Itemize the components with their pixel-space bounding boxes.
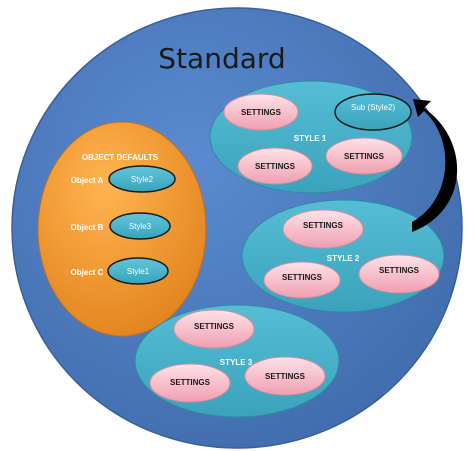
object-label: Object A xyxy=(71,176,104,185)
settings-label: SETTINGS xyxy=(241,108,282,117)
object-style-pill[interactable] xyxy=(109,212,171,240)
settings-pill[interactable] xyxy=(263,261,341,299)
object-defaults-group: OBJECT DEFAULTS Object A Style2 Object B… xyxy=(37,121,207,337)
settings-label: SETTINGS xyxy=(282,273,323,282)
settings-pill[interactable] xyxy=(282,209,364,249)
object-style-pill[interactable] xyxy=(107,257,169,285)
settings-label: SETTINGS xyxy=(303,221,344,230)
object-style-label: Style3 xyxy=(129,222,152,231)
style-1-label: STYLE 1 xyxy=(294,134,327,143)
style-2-group: STYLE 2 SETTINGS SETTINGS SETTINGS xyxy=(241,199,445,313)
settings-pill[interactable] xyxy=(223,93,299,131)
settings-label: SETTINGS xyxy=(255,162,296,171)
curved-arrow-icon xyxy=(412,99,458,232)
diagram-title: Standard xyxy=(158,42,285,75)
settings-label: SETTINGS xyxy=(265,372,306,381)
settings-label: SETTINGS xyxy=(379,266,420,275)
object-style-label: Style2 xyxy=(131,175,154,184)
sub-style-pill[interactable] xyxy=(334,93,412,131)
settings-pill[interactable] xyxy=(173,309,255,349)
settings-pill[interactable] xyxy=(358,254,440,294)
style-3-label: STYLE 3 xyxy=(220,358,253,367)
object-label: Object C xyxy=(71,268,104,277)
sub-style-label: Sub (Style2) xyxy=(351,103,395,112)
settings-pill[interactable] xyxy=(244,356,326,396)
settings-label: SETTINGS xyxy=(194,322,235,331)
object-style-pill[interactable] xyxy=(108,165,176,193)
settings-pill[interactable] xyxy=(149,363,231,403)
settings-pill[interactable] xyxy=(325,137,403,175)
object-label: Object B xyxy=(71,223,104,232)
object-defaults-heading: OBJECT DEFAULTS xyxy=(82,153,159,162)
settings-label: SETTINGS xyxy=(170,378,211,387)
style-1-group: STYLE 1 SETTINGS SETTINGS SETTINGS Sub (… xyxy=(209,80,413,194)
style-2-label: STYLE 2 xyxy=(327,254,360,263)
settings-label: SETTINGS xyxy=(344,152,385,161)
settings-pill[interactable] xyxy=(237,147,313,185)
object-style-label: Style1 xyxy=(127,267,150,276)
style-3-group: STYLE 3 SETTINGS SETTINGS SETTINGS xyxy=(134,304,340,418)
